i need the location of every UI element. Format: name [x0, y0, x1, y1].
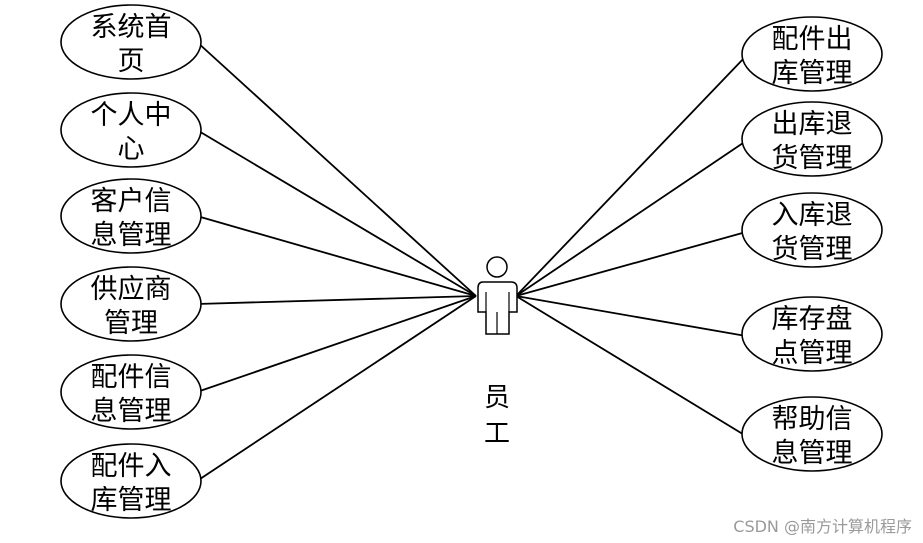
association-line-supplier — [196, 295, 477, 305]
association-line-parts-info — [196, 295, 477, 393]
actor-label-line-2: 工 — [484, 419, 510, 449]
use-case-ellipse — [60, 266, 202, 342]
association-line-inventory-check — [515, 295, 747, 337]
use-case-label-line: 页 — [118, 46, 145, 77]
association-line-customer-info — [196, 215, 477, 297]
watermark: CSDN @南方计算机程序 — [733, 517, 912, 536]
use-case-label-line: 库存盘 — [772, 304, 853, 335]
use-case-label-line: 息管理 — [91, 220, 172, 251]
association-line-parts-inbound — [196, 295, 477, 482]
actor-head — [486, 256, 508, 278]
association-line-inbound-return — [515, 231, 747, 297]
use-case-ellipse — [60, 443, 202, 519]
association-line-help-info — [515, 295, 747, 437]
use-case-label-line: 配件入 — [91, 451, 172, 482]
use-case-ellipse — [741, 296, 883, 372]
use-cases: 系统首页个人中心客户信息管理供应商管理配件信息管理配件入库管理配件出库管理出库退… — [60, 4, 883, 519]
use-case-ellipse — [60, 4, 202, 80]
use-case-label-line: 个人中 — [91, 100, 172, 131]
use-case-ellipse — [741, 192, 883, 268]
use-case-label-line: 供应商 — [91, 274, 172, 305]
use-case-label-line: 帮助信 — [772, 404, 853, 435]
use-case-ellipse — [60, 92, 202, 168]
use-case-label-line: 点管理 — [772, 338, 853, 369]
use-case-label-line: 库管理 — [772, 58, 853, 89]
use-case-ellipse — [741, 16, 883, 92]
use-case-label-line: 货管理 — [772, 143, 853, 174]
use-case-label-line: 配件信 — [91, 362, 172, 393]
use-case-ellipse — [741, 396, 883, 472]
association-line-system-home — [196, 41, 477, 297]
use-case-label-line: 入库退 — [772, 200, 853, 231]
use-case-ellipse — [60, 354, 202, 430]
association-line-personal-center — [196, 129, 477, 297]
use-case-ellipse — [60, 178, 202, 254]
use-case-label-line: 管理 — [104, 308, 158, 339]
use-case-ellipse — [741, 101, 883, 177]
actor-body-icon — [477, 281, 518, 335]
use-case-label-line: 系统首 — [91, 12, 172, 43]
association-line-outbound-return — [515, 140, 747, 297]
use-case-label-line: 息管理 — [91, 396, 172, 427]
actor-employee: 员 工 — [477, 256, 518, 449]
use-case-label-line: 心 — [118, 134, 145, 165]
use-case-label-line: 库管理 — [91, 485, 172, 516]
use-case-label-line: 客户信 — [91, 186, 172, 217]
use-case-label-line: 出库退 — [772, 109, 853, 140]
association-lines — [196, 41, 747, 482]
actor-label-line-1: 员 — [484, 383, 510, 413]
association-line-parts-outbound — [515, 55, 747, 297]
use-case-label-line: 货管理 — [772, 234, 853, 265]
use-case-label-line: 息管理 — [772, 438, 853, 469]
use-case-label-line: 配件出 — [772, 24, 853, 55]
